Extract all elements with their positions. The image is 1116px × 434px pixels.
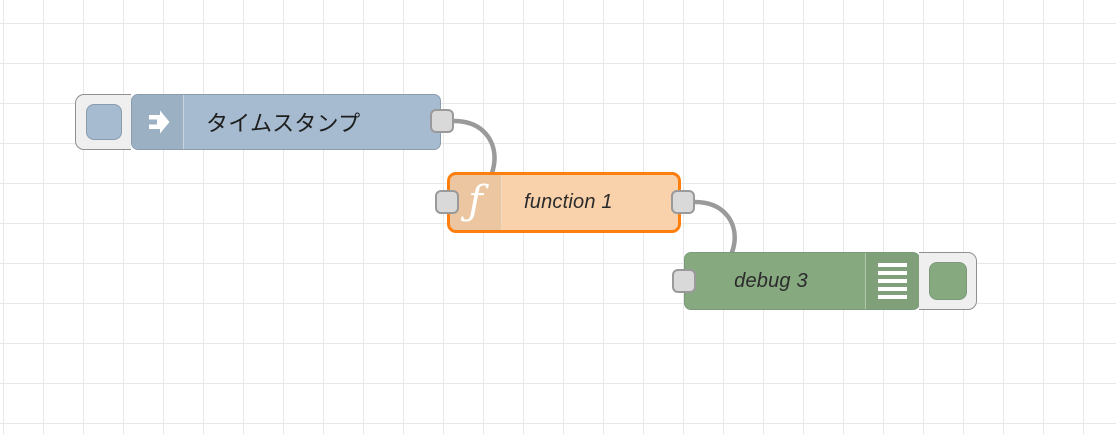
node-inject-timestamp[interactable]: タイムスタンプ: [131, 94, 441, 150]
arrow-right-icon: [132, 95, 184, 149]
debug-button-inner: [928, 262, 967, 300]
inject-trigger-button[interactable]: [75, 94, 131, 150]
debug-icon-bar: [878, 287, 907, 291]
node-debug-3[interactable]: debug 3: [684, 252, 920, 310]
inject-button-inner: [85, 104, 122, 140]
port-function-input[interactable]: [435, 190, 459, 214]
debug-icon-bar: [878, 263, 907, 267]
debug-icon-bar: [878, 271, 907, 275]
port-debug-input[interactable]: [672, 269, 696, 293]
function-glyph: ƒ: [468, 178, 483, 224]
debug-toggle-button[interactable]: [919, 252, 977, 310]
port-function-output[interactable]: [671, 190, 695, 214]
debug-icon-bar: [878, 295, 907, 299]
node-function-body: ƒ function 1: [450, 175, 678, 230]
node-debug-body: debug 3: [685, 253, 919, 309]
node-inject-body: タイムスタンプ: [132, 95, 440, 149]
node-function-1[interactable]: ƒ function 1: [447, 172, 681, 233]
node-debug-label: debug 3: [734, 269, 808, 292]
debug-icon-bar: [878, 279, 907, 283]
node-inject-label: タイムスタンプ: [206, 111, 361, 136]
node-function-label: function 1: [524, 191, 613, 213]
port-inject-output[interactable]: [430, 109, 454, 133]
debug-lines-icon: [865, 253, 919, 309]
